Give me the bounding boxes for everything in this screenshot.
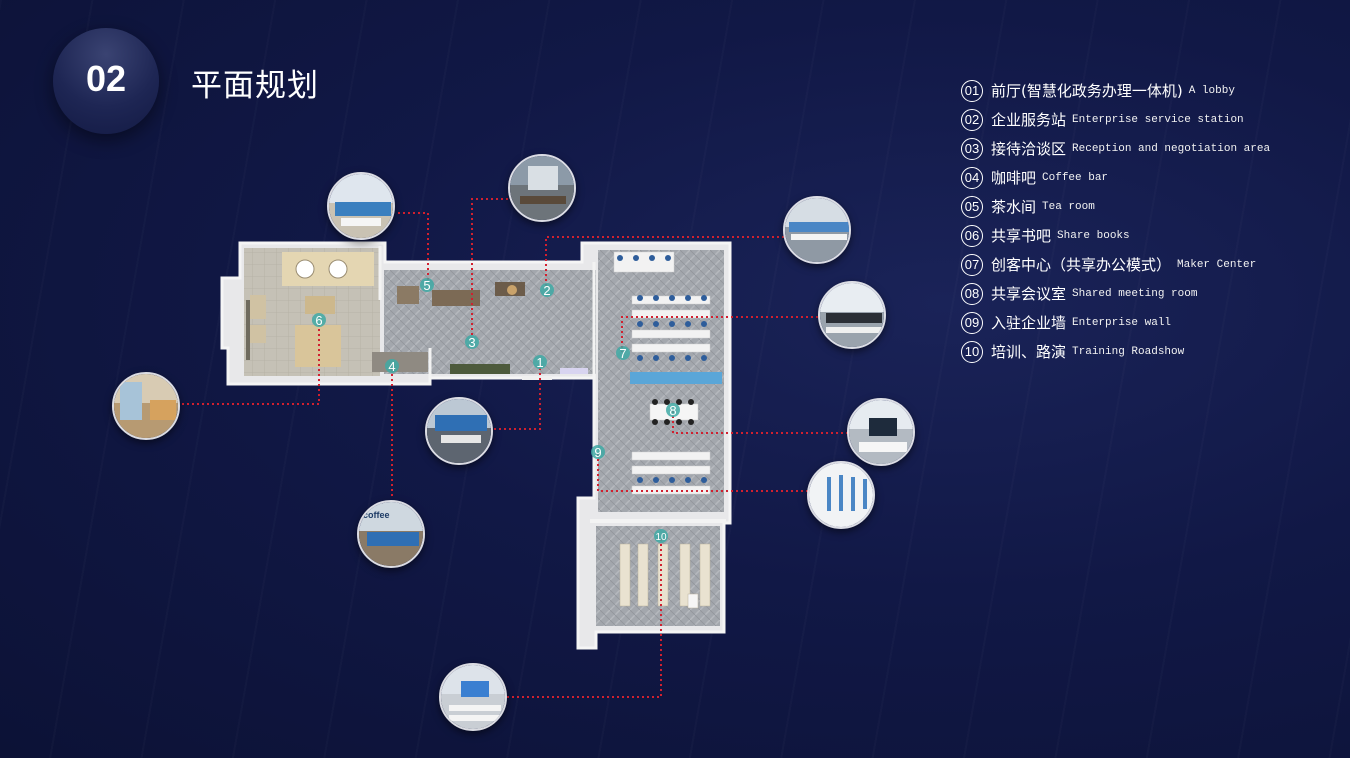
legend-number: 02 xyxy=(961,108,983,131)
photo-meeting-room xyxy=(847,398,915,466)
photo-share-books xyxy=(327,172,395,240)
marker-10: 10 xyxy=(654,529,668,543)
legend-number: 05 xyxy=(961,195,983,218)
legend-label-zh: 共享会议室 xyxy=(991,285,1067,303)
legend-item-08: 08 共享会议室 Shared meeting room xyxy=(961,279,1270,308)
legend-label-en: Share books xyxy=(1057,229,1130,242)
photo-service-station xyxy=(783,196,851,264)
photo-coffee-bar: coffee xyxy=(357,500,425,568)
legend-number: 03 xyxy=(961,137,983,160)
marker-4: 4 xyxy=(385,359,399,374)
building-footprint xyxy=(220,241,732,650)
legend-number: 10 xyxy=(961,340,983,363)
svg-text:2: 2 xyxy=(543,283,550,298)
legend-label-en: Enterprise wall xyxy=(1072,316,1172,329)
legend: 01 前厅(智慧化政务办理一体机) A lobby 02 企业服务站 Enterpris… xyxy=(961,76,1270,366)
legend-label-en: Tea room xyxy=(1042,200,1095,213)
svg-text:1: 1 xyxy=(536,355,543,370)
legend-item-09: 09 入驻企业墙 Enterprise wall xyxy=(961,308,1270,337)
legend-number: 07 xyxy=(961,253,983,276)
book-bar-furniture xyxy=(246,252,374,367)
svg-text:6: 6 xyxy=(315,313,322,328)
legend-label-en: Coffee bar xyxy=(1042,171,1109,184)
svg-text:4: 4 xyxy=(388,359,395,374)
meeting-room-chairs xyxy=(652,399,694,425)
svg-text:10: 10 xyxy=(655,532,667,543)
legend-label-zh: 培训、路演 xyxy=(991,343,1067,361)
marker-2: 2 xyxy=(540,283,554,298)
legend-label-zh: 茶水间 xyxy=(991,198,1037,216)
maker-center-chairs xyxy=(617,255,707,483)
section-number-badge: 02 xyxy=(53,28,159,134)
page-title: 平面规划 xyxy=(191,68,319,104)
training-room-seats xyxy=(619,543,711,609)
legend-number: 09 xyxy=(961,311,983,334)
svg-text:7: 7 xyxy=(619,346,626,361)
legend-item-01: 01 前厅(智慧化政务办理一体机) A lobby xyxy=(961,76,1270,105)
photo-lobby xyxy=(425,397,493,465)
legend-item-05: 05 茶水间 Tea room xyxy=(961,192,1270,221)
marker-6: 6 xyxy=(312,313,326,328)
legend-label-zh: 入驻企业墙 xyxy=(991,314,1067,332)
legend-label-en: Training Roadshow xyxy=(1072,345,1185,358)
svg-text:3: 3 xyxy=(468,335,475,350)
photo-training-room xyxy=(439,663,507,731)
legend-label-en: Shared meeting room xyxy=(1072,287,1198,300)
legend-number: 01 xyxy=(961,79,983,102)
marker-5: 5 xyxy=(420,278,434,293)
legend-item-07: 07 创客中心（共享办公模式） Maker Center xyxy=(961,250,1270,279)
legend-item-03: 03 接待洽谈区 Reception and negotiation area xyxy=(961,134,1270,163)
marker-8: 8 xyxy=(666,403,680,418)
legend-item-06: 06 共享书吧 Share books xyxy=(961,221,1270,250)
svg-text:8: 8 xyxy=(669,403,676,418)
photo-reception-area xyxy=(508,154,576,222)
legend-label-zh: 共享书吧 xyxy=(991,227,1052,245)
legend-label-zh: 企业服务站 xyxy=(991,111,1067,129)
legend-label-en: Reception and negotiation area xyxy=(1072,142,1271,155)
svg-text:5: 5 xyxy=(423,278,430,293)
svg-text:9: 9 xyxy=(594,445,601,460)
legend-label-zh: 咖啡吧 xyxy=(991,169,1037,187)
legend-number: 04 xyxy=(961,166,983,189)
legend-number: 08 xyxy=(961,282,983,305)
legend-label-en: Enterprise service station xyxy=(1072,113,1244,126)
photo-tea-room xyxy=(112,372,180,440)
legend-label-en: A lobby xyxy=(1188,84,1235,97)
legend-item-04: 04 咖啡吧 Coffee bar xyxy=(961,163,1270,192)
plan-markers: 1 2 3 4 5 6 7 8 9 10 xyxy=(312,278,680,543)
marker-7: 7 xyxy=(616,346,630,361)
marker-1: 1 xyxy=(533,355,547,370)
photo-maker-center xyxy=(818,281,886,349)
marker-9: 9 xyxy=(591,445,605,460)
legend-label-zh: 前厅(智慧化政务办理一体机) xyxy=(991,82,1183,100)
legend-number: 06 xyxy=(961,224,983,247)
legend-label-zh: 接待洽谈区 xyxy=(991,140,1067,158)
legend-label-zh: 创客中心（共享办公模式） xyxy=(991,256,1172,274)
legend-label-en: Maker Center xyxy=(1177,258,1257,271)
photo-enterprise-wall xyxy=(807,461,875,529)
coffee-sign: coffee xyxy=(363,510,390,520)
marker-3: 3 xyxy=(465,335,479,350)
legend-item-02: 02 企业服务站 Enterprise service station xyxy=(961,105,1270,134)
section-number: 02 xyxy=(85,58,127,99)
legend-item-10: 10 培训、路演 Training Roadshow xyxy=(961,337,1270,366)
